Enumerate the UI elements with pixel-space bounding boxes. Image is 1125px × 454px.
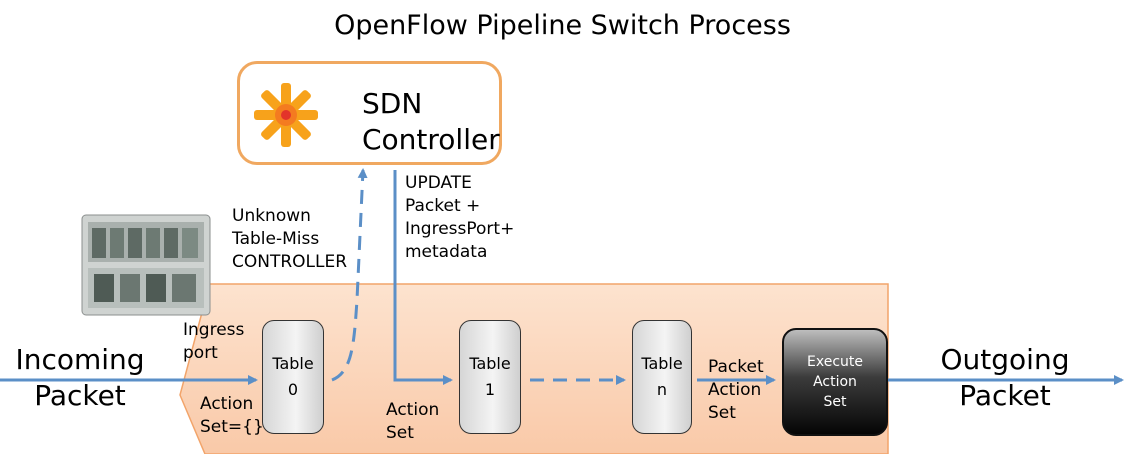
update-label: UPDATE Packet + IngressPort+ metadata [405,173,515,262]
flow-table-1: Table 1 [459,320,521,434]
action-set-label: Action Set [386,400,440,443]
switch-hardware-image [81,214,211,316]
controller-label: SDN Controller [362,87,500,156]
table-miss-label: Unknown Table-Miss CONTROLLER [232,206,348,272]
execute-action-set-box: Execute Action Set [782,328,888,436]
ingress-port-label: Ingress port [183,320,245,363]
outgoing-packet-label: Outgoing Packet [940,343,1070,412]
empty-action-set-label: Action Set={} [200,394,264,437]
table-miss-arrow [331,168,368,382]
incoming-packet-label: Incoming Packet [15,343,145,412]
packet-action-set-label: Packet Action Set [708,357,764,423]
flow-table-0: Table 0 [262,320,324,434]
update-arrow [393,170,453,385]
diagram-title: OpenFlow Pipeline Switch Process [334,10,791,41]
flow-table-n: Table n [632,320,692,434]
sdn-starburst-icon [254,83,318,147]
